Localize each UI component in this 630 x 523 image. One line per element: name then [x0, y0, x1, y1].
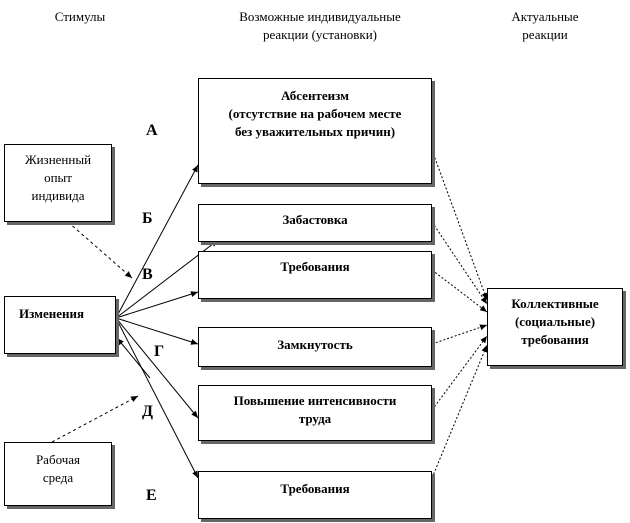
arrow-changes-to-g: [115, 317, 199, 345]
box-reaction-intensity: Повышение интенсивности труда: [198, 385, 432, 441]
box-reaction-absenteeism: Абсентеизм (отсутствие на рабочем месте …: [198, 78, 432, 184]
header-actual-reactions: Актуальные реакции: [511, 9, 579, 42]
arrow-changes-to-v: [115, 291, 199, 319]
box-collective-demands: Коллективные (социальные) требования: [487, 288, 623, 366]
work-environment-label: Рабочая среда: [35, 452, 81, 485]
box-reaction-strike: Забастовка: [198, 204, 432, 242]
reaction-withdrawal-label: Замкнутость: [277, 337, 353, 352]
box-work-environment: Рабочая среда: [4, 442, 112, 506]
header-possible-reactions: Возможные индивидуальные реакции (устано…: [239, 9, 401, 42]
arrow-e-to-collective: [431, 344, 488, 479]
arrow-d-to-collective: [431, 335, 488, 411]
arrow-b-to-collective: [431, 221, 488, 305]
reaction-intensity-label: Повышение интенсивности труда: [233, 393, 397, 426]
arrow-v-to-collective: [431, 269, 488, 313]
arrow-changes-to-a: [115, 164, 199, 319]
box-reaction-demands-2: Требования: [198, 471, 432, 519]
reaction-strike-label: Забастовка: [282, 212, 348, 227]
box-life-experience: Жизненный опыт индивида: [4, 144, 112, 222]
changes-label: Изменения: [19, 306, 85, 321]
arrow-life-to-changes: [67, 221, 133, 279]
arrow-g-to-collective: [431, 324, 488, 345]
life-experience-label: Жизненный опыт индивида: [24, 152, 92, 203]
box-changes: Изменения: [4, 296, 116, 354]
arrow-changes-to-d: [115, 317, 199, 419]
letter-b: Б: [142, 210, 153, 227]
reaction-demands-2-label: Требования: [280, 481, 350, 496]
letter-a: А: [146, 122, 158, 139]
box-reaction-demands-1: Требования: [198, 251, 432, 299]
arrow-work-to-changes: [51, 395, 139, 443]
reaction-absenteeism-label: Абсентеизм (отсутствие на рабочем месте …: [228, 88, 402, 139]
letter-e: Е: [146, 487, 157, 504]
reaction-demands-1-label: Требования: [280, 259, 350, 274]
letter-d: Д: [142, 403, 154, 420]
arrow-a-to-collective: [431, 149, 488, 301]
box-reaction-withdrawal: Замкнутость: [198, 327, 432, 367]
collective-demands-label: Коллективные (социальные) требования: [511, 296, 599, 347]
letter-g: Г: [154, 343, 165, 360]
arrow-changes-to-e: [115, 317, 199, 479]
header-stimuli: Стимулы: [54, 9, 106, 24]
arrow-changes-up: [116, 337, 151, 379]
letter-v: В: [142, 266, 153, 283]
